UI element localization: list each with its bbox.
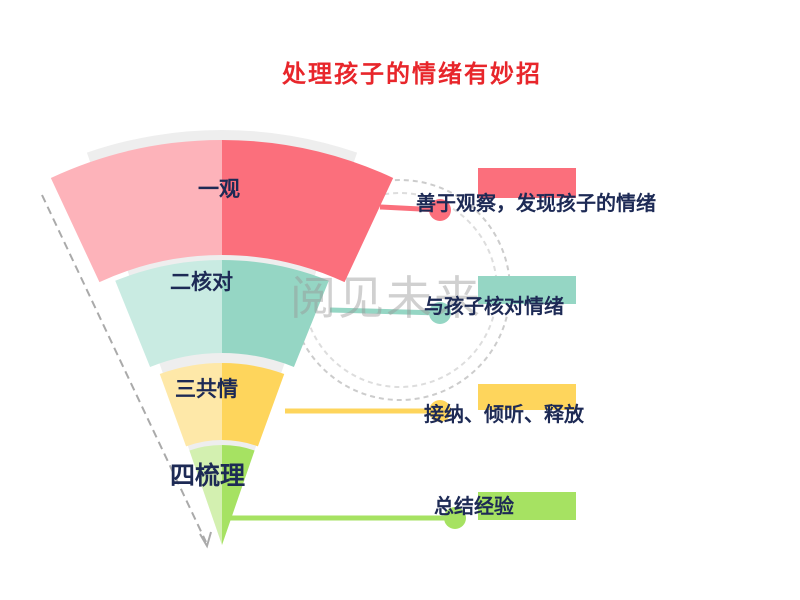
step-2-label: 二核对 [170,270,233,294]
step-3-description: 接纳、倾听、释放 [424,402,584,426]
step-3-label: 三共情 [175,377,238,401]
step-4-description: 总结经验 [434,494,514,518]
step-1-label: 一观 [198,177,240,201]
step-3-band-left [159,363,222,447]
dashed-arrow-line [41,194,207,543]
step-2-description: 与孩子核对情绪 [424,294,564,318]
step-2-band-right [222,260,329,367]
step-1-band-right [222,140,394,283]
step-4-connector-dot [444,507,466,529]
step-2-band-left [115,260,222,367]
step-2-connector [329,307,441,316]
watermark: 阅见未来 [290,271,482,325]
step-1-description: 善于观察，发现孩子的情绪 [416,191,656,215]
step-4-band-left [189,445,222,545]
step-1-band-left [50,140,223,283]
step-2-label-box [478,276,576,304]
step-1-label-box [478,168,576,198]
step-1-connector-dot [429,199,451,221]
diagram-title: 处理孩子的情绪有妙招 [282,60,542,88]
step-2-connector-dot [429,302,451,324]
arrow-head-icon [199,531,212,549]
step-3-connector-dot [429,400,451,422]
step-3-label-box [478,384,576,410]
step-4-label: 四梳理 [170,461,246,490]
step-4-label-box [478,492,576,520]
step-3-band-right [222,363,285,447]
